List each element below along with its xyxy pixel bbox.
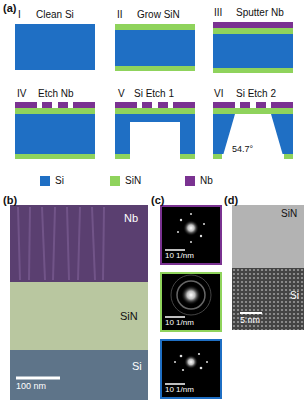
legend-text: Si xyxy=(55,175,64,186)
legend-swatch xyxy=(40,176,50,186)
step-number: V xyxy=(118,88,125,99)
step-name: Etch Nb xyxy=(38,88,74,99)
step-name: Grow SiN xyxy=(137,9,180,20)
scale-bar-label: 10 1/nm xyxy=(165,386,194,395)
scale-bar-label: 5 nm xyxy=(240,316,260,326)
step-number: III xyxy=(214,7,222,18)
step-number: IV xyxy=(17,88,26,99)
layer-label: Si xyxy=(132,360,142,372)
legend-swatch xyxy=(185,176,195,186)
panel-letter: (a) xyxy=(3,2,16,14)
panel-letter: (c) xyxy=(151,194,164,206)
step-number: I xyxy=(18,9,21,20)
scale-bar-label: 10 1/nm xyxy=(165,252,194,261)
step-name: Si Etch 1 xyxy=(134,88,174,99)
layer-label: Si xyxy=(290,290,299,301)
layer-label: SiN xyxy=(281,208,297,219)
scale-bar-label: 100 nm xyxy=(16,382,46,392)
step-name: Si Etch 2 xyxy=(236,88,276,99)
panel-letter: (d) xyxy=(224,194,238,206)
layer-label: Nb xyxy=(124,212,138,224)
panel-letter: (b) xyxy=(3,194,17,206)
legend-swatch xyxy=(110,176,120,186)
step-number: II xyxy=(117,9,123,20)
legend-text: Nb xyxy=(200,175,213,186)
step-name: Sputter Nb xyxy=(236,7,284,18)
layer-label: SiN xyxy=(120,310,138,322)
legend-text: SiN xyxy=(125,175,141,186)
scale-bar-label: 10 1/nm xyxy=(165,319,194,328)
step-number: VI xyxy=(214,88,223,99)
step-name: Clean Si xyxy=(36,9,74,20)
angle-label: 54.7° xyxy=(232,145,253,155)
